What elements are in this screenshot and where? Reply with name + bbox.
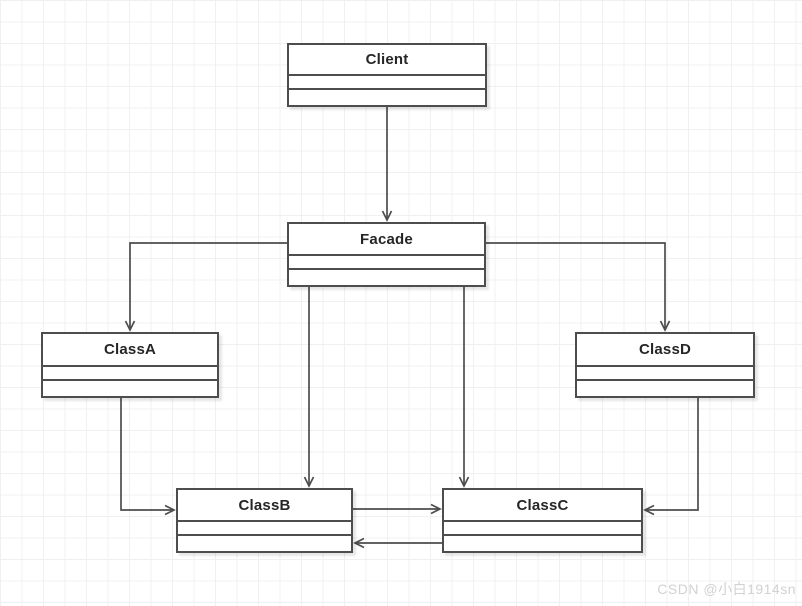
watermark-text: CSDN @小白1914sn: [657, 581, 796, 597]
edge-facade-to-classa: [124, 242, 287, 332]
class-box-facade: Facade: [287, 222, 486, 287]
edge-classa-to-classb: [120, 398, 176, 516]
class-attributes-compartment: [178, 520, 351, 534]
class-methods-compartment: [43, 379, 217, 396]
class-methods-compartment: [178, 534, 351, 551]
class-attributes-compartment: [577, 365, 753, 379]
class-methods-compartment: [444, 534, 641, 551]
class-attributes-compartment: [43, 365, 217, 379]
class-methods-compartment: [289, 268, 484, 285]
class-title-classd: ClassD: [638, 341, 692, 358]
class-title-classb: ClassB: [238, 496, 291, 514]
class-box-client: Client: [287, 43, 487, 107]
class-box-classa: ClassA: [41, 332, 219, 398]
class-methods-compartment: [577, 379, 753, 396]
class-title-client: Client: [365, 51, 409, 68]
edge-classd-to-classc: [643, 398, 699, 516]
class-box-classc: ClassC: [442, 488, 643, 553]
class-box-classd: ClassD: [575, 332, 755, 398]
class-methods-compartment: [289, 88, 485, 105]
class-title-classc: ClassC: [516, 496, 569, 514]
class-attributes-compartment: [289, 254, 484, 268]
class-title-classa: ClassA: [103, 341, 157, 358]
class-attributes-compartment: [444, 520, 641, 534]
class-box-classb: ClassB: [176, 488, 353, 553]
edge-facade-to-classd: [486, 242, 671, 332]
class-title-facade: Facade: [360, 230, 413, 248]
class-attributes-compartment: [289, 74, 485, 88]
